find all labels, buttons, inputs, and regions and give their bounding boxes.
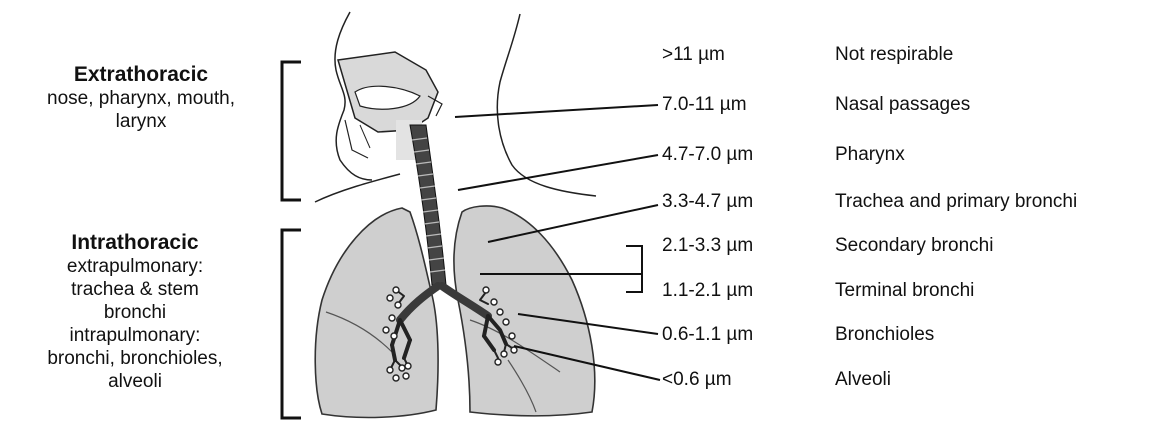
intrathoracic-line: bronchi [2, 301, 268, 324]
extrathoracic-title: Extrathoracic [0, 62, 282, 87]
intrathoracic-line: alveoli [2, 370, 268, 393]
right-lung [315, 208, 438, 417]
particle-size-label: 2.1-3.3 µm [662, 235, 753, 257]
intrathoracic-line: bronchi, bronchioles, [2, 347, 268, 370]
intrathoracic-label: Intrathoracic extrapulmonary: trachea & … [2, 230, 268, 393]
pointer-nasal [455, 105, 658, 117]
intrathoracic-line: trachea & stem [2, 278, 268, 301]
particle-size-label: 3.3-4.7 µm [662, 191, 753, 213]
intrathoracic-line: extrapulmonary: [2, 255, 268, 278]
particle-size-label: 4.7-7.0 µm [662, 144, 753, 166]
deposition-site-label: Terminal bronchi [835, 280, 974, 302]
particle-size-label: <0.6 µm [662, 369, 732, 391]
deposition-site-label: Secondary bronchi [835, 235, 993, 257]
deposition-site-label: Trachea and primary bronchi [835, 191, 1077, 213]
extrathoracic-bracket [282, 62, 301, 200]
particle-size-label: 0.6-1.1 µm [662, 324, 753, 346]
intrathoracic-title: Intrathoracic [2, 230, 268, 255]
intrathoracic-line: intrapulmonary: [2, 324, 268, 347]
extrathoracic-label: Extrathoracic nose, pharynx, mouth, lary… [0, 62, 282, 133]
deposition-site-label: Not respirable [835, 44, 953, 66]
extrathoracic-line: nose, pharynx, mouth, [0, 87, 282, 110]
deposition-site-label: Bronchioles [835, 324, 934, 346]
deposition-site-label: Pharynx [835, 144, 905, 166]
deposition-site-label: Alveoli [835, 369, 891, 391]
particle-size-label: 7.0-11 µm [662, 94, 747, 116]
deposition-site-label: Nasal passages [835, 94, 970, 116]
particle-size-label: >11 µm [662, 44, 725, 66]
extrathoracic-line: larynx [0, 110, 282, 133]
particle-size-label: 1.1-2.1 µm [662, 280, 753, 302]
pointer-pharynx [458, 155, 658, 190]
intrathoracic-bracket [282, 230, 301, 418]
